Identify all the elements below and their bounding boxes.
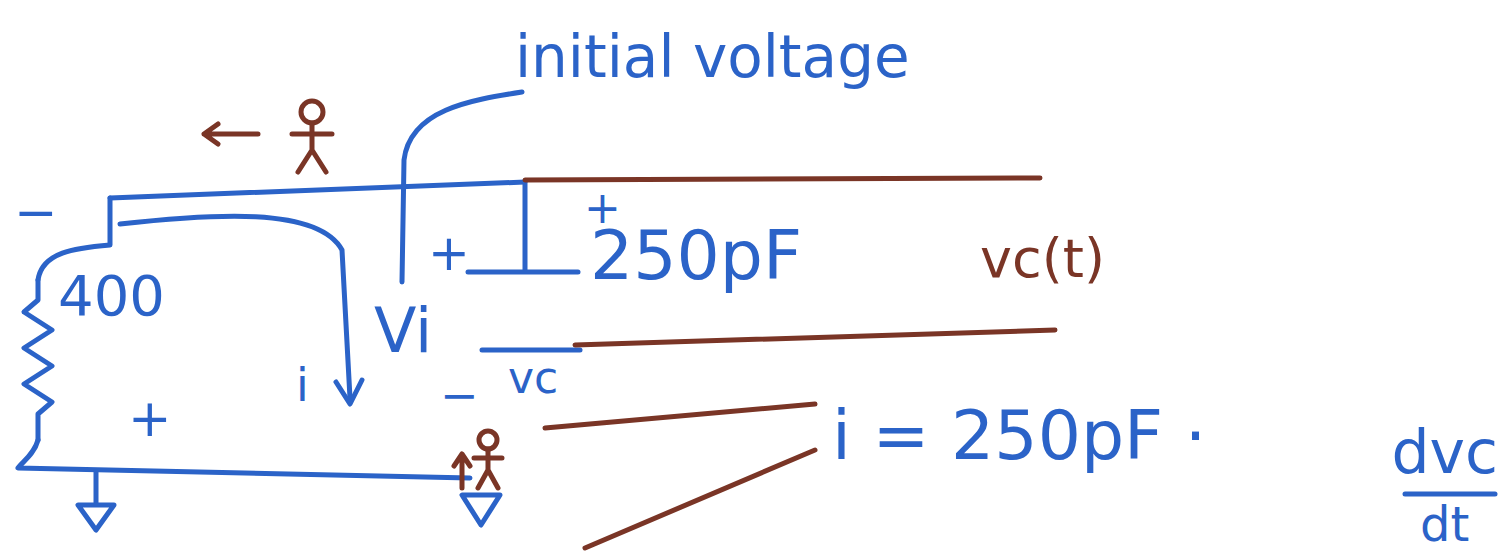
polarity-sign: −: [440, 372, 479, 418]
polarity-sign: +: [128, 392, 172, 444]
equation-text: i = 250pF ·: [832, 402, 1206, 470]
brown-line: [575, 330, 1055, 345]
capacitor-plate: [482, 348, 580, 353]
stick-figure: [474, 431, 502, 488]
voltage-name: Vi: [374, 300, 432, 362]
brown-line: [585, 450, 815, 548]
polarity-sign: −: [14, 186, 58, 238]
arrow-head: [336, 380, 362, 404]
motion-arrow: [454, 454, 470, 488]
leader-line: [402, 92, 522, 282]
brown-line: [525, 178, 1040, 180]
resistor-value: 400: [58, 268, 165, 324]
resistor-symbol: [24, 280, 52, 440]
ground-symbol: [78, 472, 114, 530]
capacitor-plate: [468, 270, 578, 275]
stick-figure: [292, 101, 332, 172]
top-wire: [110, 182, 525, 198]
bottom-wire: [18, 440, 470, 478]
capacitor-wire: [523, 182, 528, 270]
equation-text: dvc: [1391, 422, 1498, 482]
voltage-name: vc: [508, 356, 558, 400]
voltage-name: vc(t): [980, 232, 1105, 286]
note-text: initial voltage: [515, 28, 910, 86]
polarity-sign: +: [428, 228, 470, 278]
equation-text: dt: [1420, 500, 1469, 548]
brown-line: [545, 404, 815, 428]
motion-arrow: [204, 124, 258, 144]
fraction-bar: [1405, 492, 1495, 497]
ground-symbol: [462, 495, 500, 525]
current-name: i: [296, 362, 309, 408]
capacitor-value: 250pF: [590, 222, 802, 290]
